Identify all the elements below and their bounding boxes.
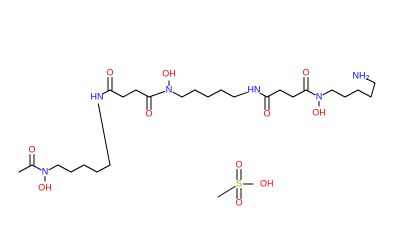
bonds-layer (18, 77, 376, 199)
single-bond-ch3b-s (217, 185, 236, 198)
atom-label-o_s1: O (235, 159, 242, 169)
atom-label-oh_s: OH (260, 178, 274, 188)
bond-line (370, 82, 376, 98)
single-bond-c3-c4 (83, 164, 98, 173)
single-bond-c_am4-n3 (305, 89, 316, 96)
double-bond-c_am3-o_am3 (264, 96, 270, 110)
bond-line (96, 164, 111, 173)
bond-line (148, 90, 166, 98)
single-bond-c17-c18 (357, 89, 372, 98)
atom-label-o_ac: O (28, 144, 35, 154)
bond-line (70, 164, 85, 173)
atom-label-nh2_term: NH2 (353, 70, 370, 81)
bond-line (279, 89, 294, 98)
bond-line (18, 164, 33, 173)
atom-label-oh2: OH (162, 68, 176, 78)
double-bond-c_am2-o_am2 (146, 96, 152, 110)
atom-label-s: S (236, 178, 242, 188)
single-bond-n1-c1 (48, 164, 59, 171)
atom-label-n1: N (42, 166, 49, 176)
atom-label-nh1: HN (91, 91, 104, 101)
bond-line (259, 92, 268, 98)
single-bond-c9-c10 (194, 89, 209, 98)
single-bond-c8-c9 (181, 89, 196, 98)
single-bond-c11-c12 (220, 89, 235, 98)
bond-line (292, 89, 307, 98)
single-bond-c_am2-n2 (148, 90, 166, 98)
single-bond-c19-nh2_term (366, 78, 376, 84)
bond-line (109, 89, 124, 98)
bond-line (135, 89, 150, 98)
bond-line (217, 185, 236, 198)
single-bond-c_ac-n1 (31, 164, 42, 171)
single-bond-c10-c11 (207, 89, 222, 98)
atom-label-o_am2: O (145, 108, 152, 118)
atom-label-o_s2: O (235, 197, 242, 207)
bond-line (344, 89, 359, 98)
atom-label-o_am1: O (106, 67, 113, 77)
bond-line (172, 91, 183, 98)
bond-line (122, 89, 137, 98)
single-bond-n3-c15 (322, 89, 333, 96)
bond-line (266, 89, 281, 98)
bond-line (322, 89, 333, 96)
single-bond-c7-c_am2 (135, 89, 150, 98)
atom-label-o_am3: O (263, 108, 270, 118)
bond-line (305, 89, 316, 96)
bond-line (83, 164, 98, 173)
bond-line (207, 89, 222, 98)
single-bond-n2-c8 (172, 91, 183, 98)
bond-line (97, 103, 111, 166)
atom-label-nh2: HN (248, 84, 261, 94)
bond-line (181, 89, 196, 98)
bond-line (31, 164, 42, 171)
single-bond-c15-c16 (331, 89, 346, 98)
double-bond-s-o_s2 (236, 188, 242, 199)
single-bond-ch3a-c_ac (18, 164, 33, 173)
bond-line (57, 164, 72, 173)
single-bond-nh1-c_am1 (102, 89, 111, 95)
bond-line (220, 89, 235, 98)
double-bond-c_am1-o_am1 (107, 77, 113, 91)
single-bond-nh2-c_am3 (259, 92, 268, 98)
single-bond-c14-c_am4 (292, 89, 307, 98)
atom-label-o_am4: O (302, 67, 309, 77)
single-bond-c13-c14 (279, 89, 294, 98)
single-bond-c16-c17 (344, 89, 359, 98)
single-bond-c18-c19 (370, 82, 376, 98)
single-bond-c12-nh2 (233, 91, 248, 98)
bond-line (194, 89, 209, 98)
atom-label-oh3: OH (312, 107, 326, 117)
bond-line (331, 89, 346, 98)
atom-label-oh1: OH (38, 182, 52, 192)
bond-line (102, 89, 111, 95)
double-bond-c_ac-o_ac (29, 154, 35, 166)
atom-label-n3: N (316, 91, 323, 101)
double-bond-c_am4-o_am4 (303, 77, 309, 91)
double-bond-s-o_s1 (236, 169, 242, 180)
single-bond-c_am1-c6 (109, 89, 124, 98)
bond-line (357, 89, 372, 98)
single-bond-c5-nh1 (97, 103, 111, 166)
atom-label-n2: N (166, 84, 173, 94)
bond-line (233, 91, 248, 98)
single-bond-c6-c7 (122, 89, 137, 98)
single-bond-c2-c3 (70, 164, 85, 173)
single-bond-c_am3-c13 (266, 89, 281, 98)
single-bond-c4-c5 (96, 164, 111, 173)
single-bond-c1-c2 (57, 164, 72, 173)
bond-line (366, 78, 376, 84)
bond-line (48, 164, 59, 171)
